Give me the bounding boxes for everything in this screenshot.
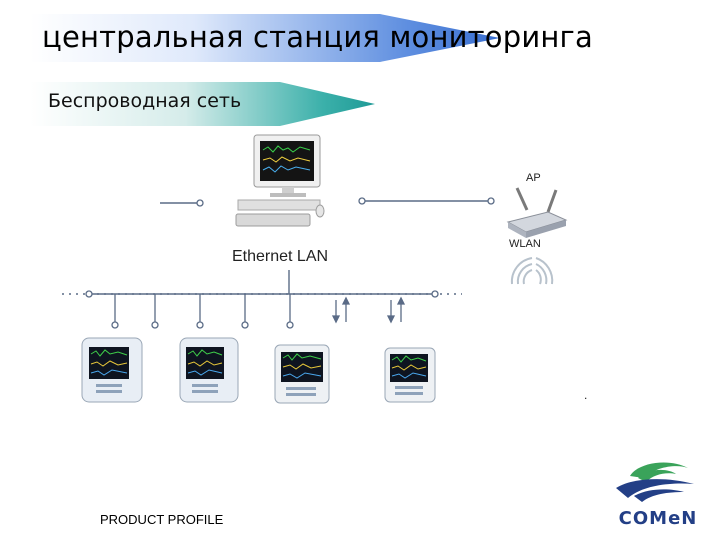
access-point-icon (506, 187, 568, 238)
lan-backbone (62, 270, 462, 329)
patient-monitor-icon (179, 337, 239, 403)
patient-monitor-icon (384, 347, 436, 403)
wireless-signal-icon (510, 257, 554, 285)
wlan-label: WLAN (509, 238, 541, 250)
workstation-icon (235, 134, 325, 227)
comen-logo-icon (616, 462, 694, 502)
subtitle-banner (30, 82, 375, 126)
patient-monitor-icon (81, 337, 143, 403)
product-profile-label: PRODUCT PROFILE (100, 512, 224, 527)
stray-dot: . (584, 388, 588, 402)
ap-label: AP (526, 172, 541, 184)
title-banner (30, 14, 500, 62)
ethernet-lan-label: Ethernet LAN (232, 248, 329, 265)
patient-monitor-icon (274, 344, 330, 404)
logo-wordmark: COMeN (618, 508, 698, 529)
page-title: центральная станция мониторинга (42, 20, 593, 54)
subtitle: Беспроводная сеть (48, 90, 242, 112)
comen-logo: COMeN (608, 458, 708, 530)
ap-link (358, 197, 495, 205)
left-link (160, 199, 204, 207)
